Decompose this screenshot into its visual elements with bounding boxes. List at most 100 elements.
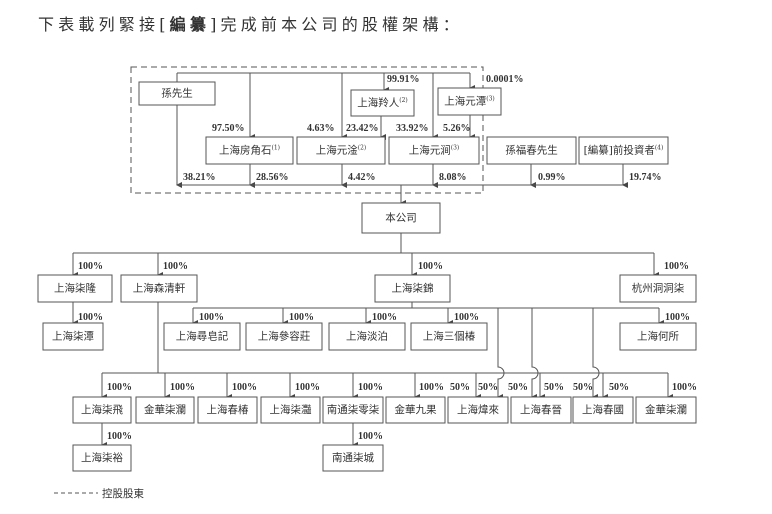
redacted-mark: 編纂 — [169, 15, 211, 34]
entity-name: 金華柒瀾 — [144, 403, 186, 416]
entity-jinhua-qilan-2: 金華柒瀾 — [635, 396, 697, 424]
ownership-percentage: 50% — [609, 382, 629, 393]
entity-sun: 孫先生 — [138, 81, 216, 106]
entity-label: 上海元淦(2) — [316, 144, 367, 157]
entity-sangechun: 上海三個椿 — [410, 322, 488, 351]
entity-qiyu: 上海柒裕 — [72, 444, 132, 472]
entity-qijin: 上海柒錦 — [374, 274, 451, 303]
entity-label: 金華柒瀾 — [144, 403, 186, 416]
entity-name: 上海尋皂記 — [176, 330, 229, 343]
ownership-percentage: 100% — [372, 312, 397, 323]
entity-qitan: 上海柒潭 — [42, 322, 104, 351]
entity-name: 孫福春先生 — [505, 144, 558, 157]
entity-box — [296, 136, 386, 165]
ownership-percentage: 19.74% — [629, 172, 662, 183]
footnote-ref: (4) — [655, 144, 664, 151]
ownership-percentage: 100% — [163, 261, 188, 272]
entity-fangjiaoshi: 上海房角石(1) — [205, 136, 294, 165]
ownership-percentage: 100% — [672, 382, 697, 393]
entity-box — [410, 322, 488, 351]
entity-name: 上海柒潭 — [52, 330, 94, 343]
ownership-percentage: 4.42% — [348, 172, 376, 183]
entity-box — [245, 322, 323, 351]
entity-box — [120, 274, 198, 303]
ownership-percentage: 100% — [78, 261, 103, 272]
entity-lingren: 上海羚人(2) — [350, 89, 415, 117]
entity-label: 金華九果 — [395, 403, 437, 416]
entity-box — [205, 136, 294, 165]
entity-box — [37, 274, 113, 303]
entity-name: 南通柒零柒 — [327, 403, 380, 416]
footnote-ref: (3) — [486, 95, 495, 102]
entity-name: 上海春椿 — [207, 403, 249, 416]
ownership-percentage: 50% — [573, 382, 593, 393]
entity-box — [163, 322, 241, 351]
entity-name: 上海柒裕 — [81, 451, 123, 464]
ownership-percentage: 100% — [232, 382, 257, 393]
entity-label: 南通柒零柒 — [327, 403, 380, 416]
entity-weilai: 上海煒來 — [447, 396, 509, 424]
entity-name: 上海參容莊 — [258, 330, 311, 343]
entity-canrongzhuang: 上海參容莊 — [245, 322, 323, 351]
entity-label: 上海羚人(2) — [357, 96, 408, 109]
entity-name: 上海元潭 — [444, 95, 486, 108]
entity-label: 上海柒飛 — [81, 403, 123, 416]
footnote-ref: (1) — [272, 144, 281, 151]
footnote-ref: (3) — [451, 144, 460, 151]
entity-box — [322, 396, 384, 424]
entity-qiyan: 上海柒灩 — [260, 396, 321, 424]
entity-box — [385, 396, 446, 424]
entity-label: 上海柒灩 — [270, 403, 312, 416]
entity-label: 上海尋皂記 — [176, 330, 229, 343]
entity-name: 上海三個椿 — [423, 330, 476, 343]
entity-chunchun: 上海春椿 — [197, 396, 258, 424]
entity-box — [350, 89, 415, 117]
legend-label: 控股股東 — [102, 487, 144, 500]
entity-company: 本公司 — [361, 202, 441, 234]
entity-box — [572, 396, 634, 424]
entity-nantong-qicheng: 南通柒城 — [322, 444, 384, 472]
entity-yuantan: 上海元潭(3) — [437, 87, 502, 116]
entity-label: 金華柒瀾 — [645, 403, 687, 416]
ownership-percentage: 38.21% — [183, 172, 216, 183]
ownership-percentage: 100% — [107, 382, 132, 393]
entity-box — [135, 396, 195, 424]
entity-name: 上海淡泊 — [346, 330, 388, 343]
ownership-percentage: 100% — [664, 261, 689, 272]
entity-box — [72, 396, 132, 424]
entity-jiuguo: 金華九果 — [385, 396, 446, 424]
entity-label: 上海淡泊 — [346, 330, 388, 343]
entity-label: 上海春國 — [582, 403, 624, 416]
entity-box — [72, 444, 132, 472]
entity-label: 上海柒潭 — [52, 330, 94, 343]
entity-name: 上海煒來 — [457, 403, 499, 416]
entity-name: 上海森清軒 — [133, 282, 186, 295]
ownership-percentage: 4.63% — [307, 123, 335, 134]
ownership-percentage: 100% — [78, 312, 103, 323]
entity-nantong-007: 南通柒零柒 — [322, 396, 384, 424]
entity-box — [578, 136, 669, 165]
ownership-percentage: 5.26% — [443, 123, 471, 134]
entity-box — [322, 444, 384, 472]
entity-label: [編纂]前投資者(4) — [584, 144, 664, 157]
ownership-percentage: 50% — [450, 382, 470, 393]
entity-name: 上海春晉 — [520, 403, 562, 416]
entity-label: 上海煒來 — [457, 403, 499, 416]
ownership-percentage: 33.92% — [396, 123, 429, 134]
ownership-percentage: 100% — [170, 382, 195, 393]
ownership-percentage: 100% — [107, 431, 132, 442]
entity-box — [328, 322, 406, 351]
entity-name: 上海柒隆 — [54, 282, 96, 295]
entity-box — [635, 396, 697, 424]
entity-name: 上海何所 — [637, 330, 679, 343]
entity-box — [619, 274, 697, 303]
entity-box — [138, 81, 216, 106]
entity-qifei: 上海柒飛 — [72, 396, 132, 424]
entity-qilong: 上海柒隆 — [37, 274, 113, 303]
entity-senqingxuan: 上海森清軒 — [120, 274, 198, 303]
entity-label: 上海春椿 — [207, 403, 249, 416]
ownership-percentage: 28.56% — [256, 172, 289, 183]
entity-box — [486, 136, 577, 165]
ownership-percentage: 8.08% — [439, 172, 467, 183]
